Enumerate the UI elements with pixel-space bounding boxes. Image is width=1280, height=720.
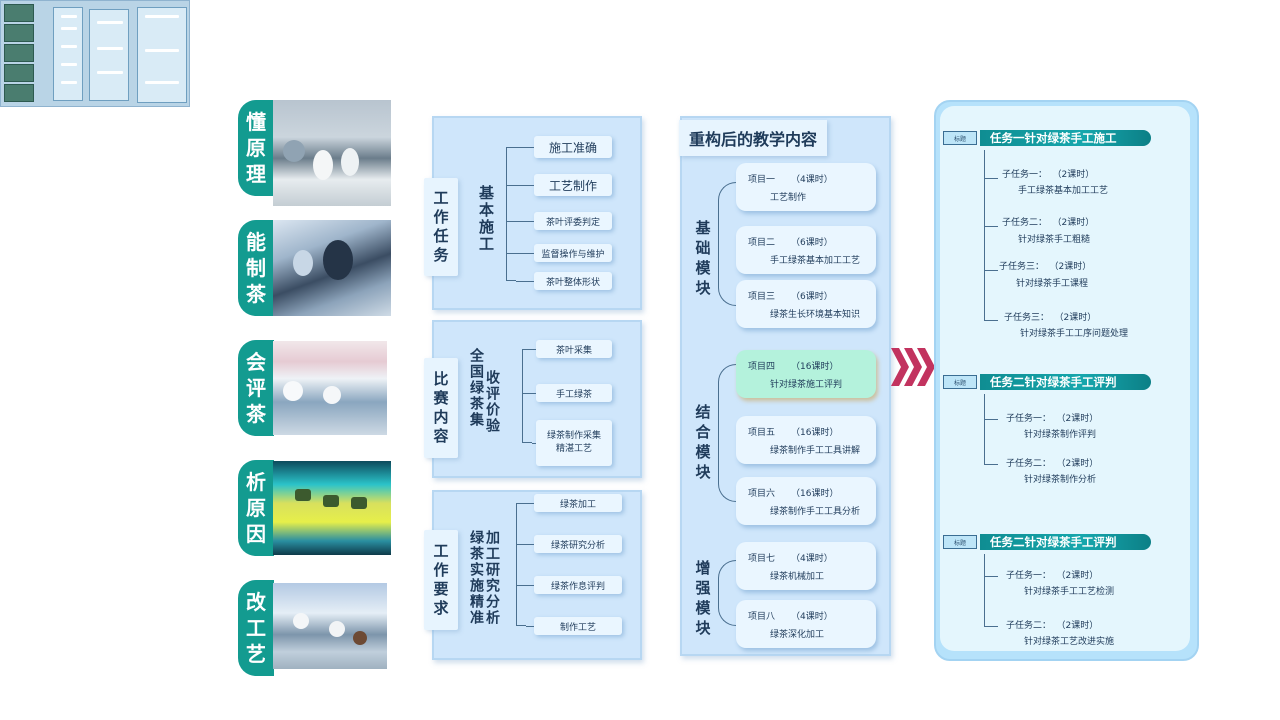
subtask-1-2: 子任务二：（2课时） xyxy=(1002,218,1095,228)
bracket xyxy=(516,503,526,626)
photo-tea-evaluation xyxy=(273,341,387,435)
center-title: 重构后的教学内容 xyxy=(679,120,827,156)
side-label-char: 茶 xyxy=(246,282,266,306)
side-label-char: 制 xyxy=(246,256,266,280)
item-tea-shape: 茶叶整体形状 xyxy=(534,272,612,290)
module-basic: 基础 模块 xyxy=(695,219,711,297)
branch-national-green-tea-col2: 收评价验 xyxy=(484,370,500,434)
task-title-3: 任务二针对绿茶手工评判 xyxy=(980,534,1151,550)
connector-line xyxy=(984,554,985,626)
panel-label-competition: 比赛 内容 xyxy=(424,358,458,458)
subtask-1-1: 子任务一：（2课时） xyxy=(1002,170,1095,180)
side-label-char: 评 xyxy=(246,376,266,400)
subtask-2-2: 子任务二：（2课时） xyxy=(1006,459,1099,469)
branch-precise-implementation-col2: 加工研究分析 xyxy=(484,530,500,626)
task-tag-3: 标题 xyxy=(943,535,977,549)
connector-line xyxy=(984,394,985,464)
subtask-1-2-desc: 针对绿茶手工粗糙 xyxy=(1018,235,1091,245)
chevron-arrows-icon xyxy=(891,348,935,386)
bracket xyxy=(522,349,532,443)
subtask-3-2: 子任务二：（2课时） xyxy=(1006,621,1099,631)
project-card-8: 项目八（4课时） 绿茶深化加工 xyxy=(736,600,876,648)
connector-line xyxy=(984,150,985,320)
project-card-3: 项目三（6课时） 绿茶生长环境基本知识 xyxy=(736,280,876,328)
project-card-2: 项目二（6课时） 手工绿茶基本加工工艺 xyxy=(736,226,876,274)
side-label-char: 改 xyxy=(246,590,266,614)
side-label-char: 因 xyxy=(246,522,266,546)
bracket xyxy=(506,147,516,281)
panel-label-work-requirements: 工作 要求 xyxy=(424,530,458,630)
subtask-2-1: 子任务一：（2课时） xyxy=(1006,414,1099,424)
side-label-char: 工 xyxy=(246,616,266,640)
side-label-char: 原 xyxy=(246,496,266,520)
photo-screen-analysis xyxy=(273,461,391,555)
task-title-2: 任务二针对绿茶手工评判 xyxy=(980,374,1151,390)
slide-thumbnail[interactable] xyxy=(0,0,190,107)
subtask-1-3-desc: 针对绿茶手工课程 xyxy=(1016,279,1089,289)
item-tea-picking: 茶叶采集 xyxy=(536,340,612,358)
subtask-3-1: 子任务一：（2课时） xyxy=(1006,571,1099,581)
item-supervise-maintain: 监督操作与维护 xyxy=(534,244,612,262)
task-tag-1: 标题 xyxy=(943,131,977,145)
side-label-char: 会 xyxy=(246,350,266,374)
thumbnail-photo-column xyxy=(4,4,34,104)
subtask-1-1-desc: 手工绿茶基本加工工艺 xyxy=(1018,186,1109,196)
item-handmade-green-tea: 手工绿茶 xyxy=(536,384,612,402)
project-card-4: 项目四（16课时） 针对绿茶施工评判 xyxy=(736,350,876,398)
module-combined: 结合 模块 xyxy=(695,403,711,481)
photo-workshop xyxy=(273,583,387,669)
subtask-3-2-desc: 针对绿茶工艺改进实施 xyxy=(1024,637,1115,647)
photo-tea-making xyxy=(273,220,391,316)
side-label-char: 理 xyxy=(246,162,266,186)
subtask-1-4-desc: 针对绿茶手工工序问题处理 xyxy=(1020,329,1129,339)
side-label-char: 懂 xyxy=(246,110,266,134)
task-title-1: 任务一针对绿茶手工施工 xyxy=(980,130,1151,146)
side-label-2: 能 制 茶 xyxy=(238,220,274,316)
item-making-process: 制作工艺 xyxy=(534,617,622,635)
project-card-5: 项目五（16课时） 绿茶制作手工工具讲解 xyxy=(736,416,876,464)
side-label-char: 原 xyxy=(246,136,266,160)
side-label-3: 会 评 茶 xyxy=(238,340,274,436)
side-label-char: 艺 xyxy=(246,642,266,666)
side-label-char: 析 xyxy=(246,470,266,494)
module-enhanced: 增强 模块 xyxy=(695,559,711,637)
subtask-1-3: 子任务三：（2课时） xyxy=(999,262,1092,272)
photo-classroom xyxy=(273,100,391,206)
item-green-tea-research: 绿茶研究分析 xyxy=(534,535,622,553)
branch-basic-construction: 基本施工 xyxy=(477,185,495,253)
item-process-making: 工艺制作 xyxy=(534,174,612,196)
side-label-char: 能 xyxy=(246,230,266,254)
subtask-2-1-desc: 针对绿茶制作评判 xyxy=(1024,430,1097,440)
bracket xyxy=(718,560,736,626)
bracket xyxy=(718,364,736,502)
item-construction-accurate: 施工准确 xyxy=(534,136,612,158)
project-card-1: 项目一（4课时） 工艺制作 xyxy=(736,163,876,211)
item-green-tea-collection: 绿茶制作采集 精湛工艺 xyxy=(536,420,612,466)
panel-label-work-tasks: 工作 任务 xyxy=(424,178,458,276)
branch-precise-implementation-col1: 绿茶实施精准 xyxy=(468,530,484,626)
item-tea-judge: 茶叶评委判定 xyxy=(534,212,612,230)
item-green-tea-processing: 绿茶加工 xyxy=(534,494,622,512)
branch-national-green-tea-col1: 全国绿茶集 xyxy=(468,348,484,428)
item-green-tea-schedule: 绿茶作息评判 xyxy=(534,576,622,594)
project-card-6: 项目六（16课时） 绿茶制作手工工具分析 xyxy=(736,477,876,525)
project-card-7: 项目七（4课时） 绿茶机械加工 xyxy=(736,542,876,590)
subtask-2-2-desc: 针对绿茶制作分析 xyxy=(1024,475,1097,485)
side-label-1: 懂 原 理 xyxy=(238,100,274,196)
side-label-4: 析 原 因 xyxy=(238,460,274,556)
task-tag-2: 标题 xyxy=(943,375,977,389)
side-label-5: 改 工 艺 xyxy=(238,580,274,676)
bracket xyxy=(718,182,736,306)
subtask-1-4: 子任务三：（2课时） xyxy=(1004,313,1097,323)
subtask-3-1-desc: 针对绿茶手工工艺检测 xyxy=(1024,587,1115,597)
side-label-char: 茶 xyxy=(246,402,266,426)
